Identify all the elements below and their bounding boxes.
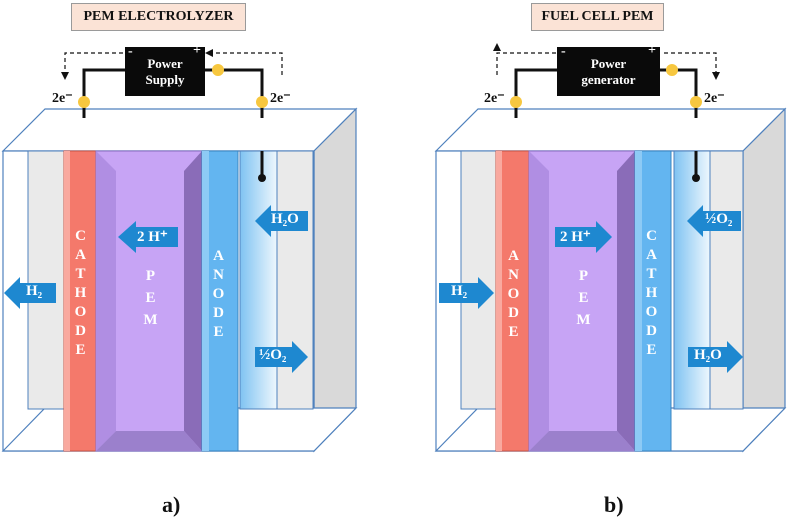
label-anode-a: ANODE — [210, 248, 227, 343]
electron-right-a: 2e⁻ — [270, 91, 291, 106]
power-supply-box: Power Supply — [125, 47, 205, 96]
arrow-h2o-b — [688, 341, 743, 373]
label-cathode-b: CATHODE — [643, 228, 660, 361]
node-b-left — [510, 96, 522, 108]
node-a-top — [212, 64, 224, 76]
plus-sign-a: + — [193, 43, 201, 58]
arrow-o2-b — [687, 205, 741, 237]
arrow-proton-b — [555, 221, 612, 253]
proton-label-a: 2 H⁺ — [137, 229, 168, 245]
power-supply-line2: Supply — [145, 71, 185, 87]
electron-left-a: 2e⁻ — [52, 91, 73, 106]
power-supply-line1: Power — [147, 55, 183, 71]
h2-label-a: H₂ — [26, 283, 43, 299]
node-b-top — [666, 64, 678, 76]
plus-sign-b: + — [648, 43, 656, 58]
arrow-h2-a — [4, 277, 56, 309]
power-generator-line1: Power — [590, 55, 627, 71]
label-cathode-a: CATHODE — [72, 228, 89, 361]
o2-label-b: ½O₂ — [705, 211, 733, 227]
arrow-proton-a — [118, 221, 178, 253]
electrolyzer-cell — [1, 107, 358, 453]
arrow-o2-a — [255, 341, 308, 373]
electron-right-b: 2e⁻ — [704, 91, 725, 106]
node-b-right — [690, 96, 702, 108]
electron-left-b: 2e⁻ — [484, 91, 505, 106]
proton-label-b: 2 H⁺ — [560, 229, 591, 245]
arrow-h2o-a — [255, 205, 308, 237]
node-a-left — [78, 96, 90, 108]
label-anode-b: ANODE — [505, 248, 522, 343]
h2o-label-b: H₂O — [694, 347, 722, 363]
fuel-cell — [434, 107, 787, 453]
power-generator-box: Power generator — [557, 47, 660, 96]
caption-a: a) — [162, 492, 181, 517]
title-b: FUEL CELL PEM — [531, 3, 664, 31]
minus-sign-b: - — [561, 44, 566, 59]
label-pem-a: PEM — [142, 268, 159, 334]
o2-label-a: ½O₂ — [259, 347, 287, 363]
caption-b: b) — [604, 492, 624, 517]
title-a: PEM ELECTROLYZER — [71, 3, 246, 31]
h2o-label-a: H₂O — [271, 211, 299, 227]
label-pem-b: PEM — [575, 268, 592, 334]
arrow-h2-b — [439, 277, 494, 309]
h2-label-b: H₂ — [451, 283, 468, 299]
power-generator-line2: generator — [581, 71, 636, 87]
minus-sign-a: - — [128, 44, 133, 59]
node-a-right — [256, 96, 268, 108]
